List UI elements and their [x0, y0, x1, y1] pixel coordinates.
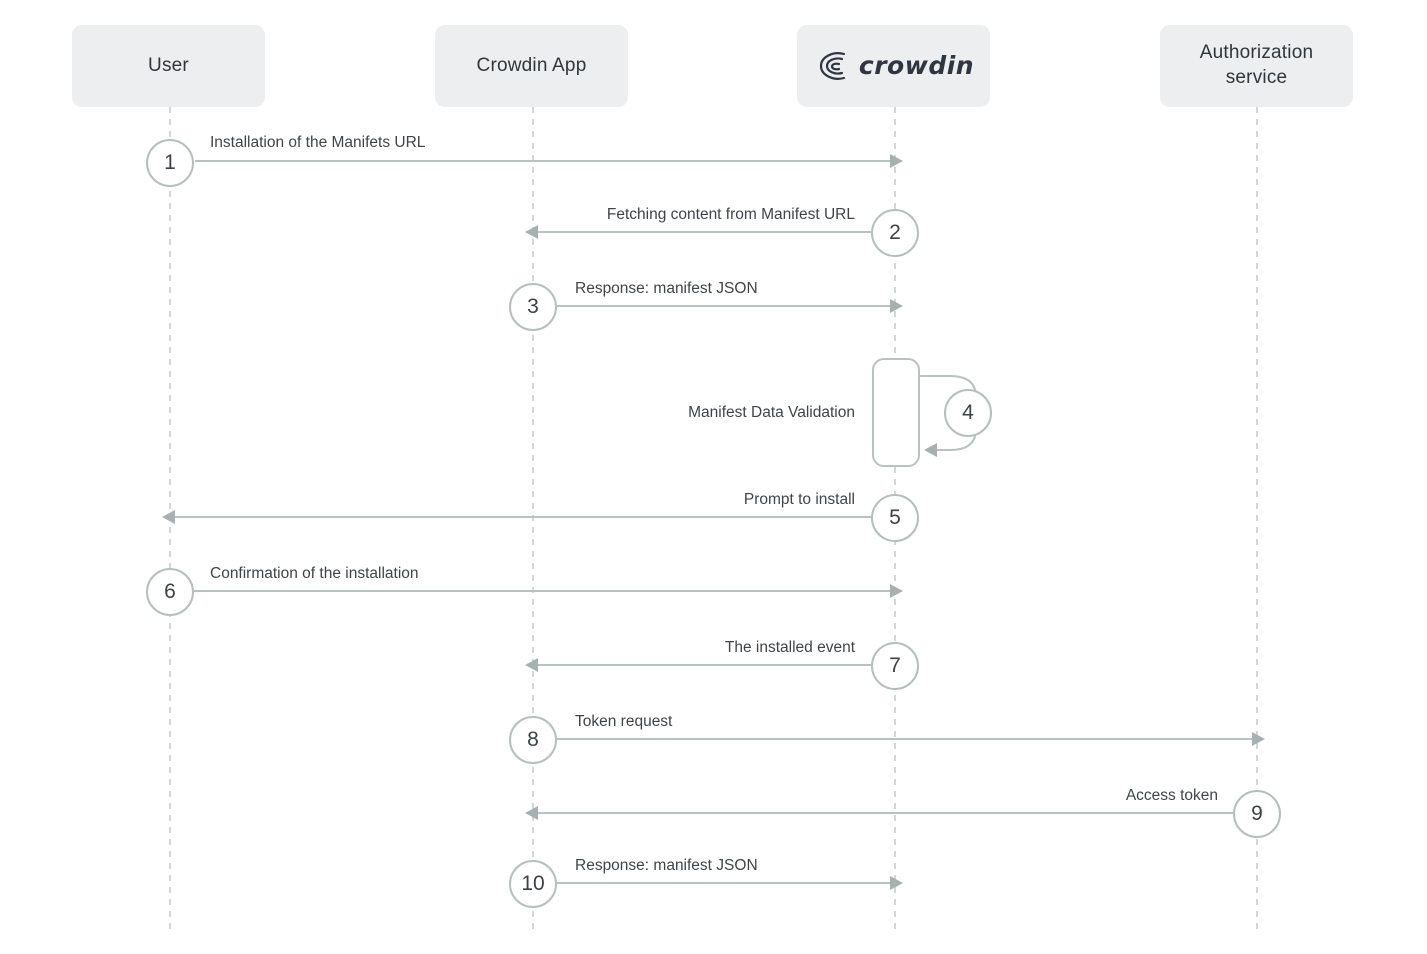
- step-number: 6: [146, 568, 194, 616]
- message-arrow: [557, 876, 903, 890]
- message-arrow: [162, 510, 871, 524]
- step-number: 2: [871, 209, 919, 257]
- message-label: Manifest Data Validation: [688, 404, 855, 421]
- lifeline-crowdin-app: [532, 107, 534, 930]
- step-number: 10: [509, 860, 557, 908]
- step-number: 9: [1233, 790, 1281, 838]
- message-arrow: [525, 806, 1233, 820]
- message-arrow: [557, 299, 903, 313]
- message-label: Response: manifest JSON: [575, 857, 758, 874]
- step-number: 7: [871, 642, 919, 690]
- message-arrow: [195, 154, 903, 168]
- step-number: 3: [509, 283, 557, 331]
- activation-box: [872, 358, 920, 467]
- message-label: Confirmation of the installation: [210, 565, 419, 582]
- message-label: Prompt to install: [743, 491, 855, 508]
- step-number: 8: [509, 716, 557, 764]
- message-label: The installed event: [724, 639, 855, 656]
- crowdin-logo-icon: [819, 52, 846, 80]
- actor-user: User: [72, 25, 265, 107]
- crowdin-logo-wordmark: crowdin: [858, 50, 975, 80]
- message-arrow: [525, 658, 871, 672]
- step-number: 5: [871, 494, 919, 542]
- step-number: 4: [944, 389, 992, 437]
- message-arrow: [557, 732, 1265, 746]
- message-arrow: [525, 225, 871, 239]
- message-label: Fetching content from Manifest URL: [606, 206, 855, 223]
- message-label: Token request: [575, 713, 673, 730]
- actor-crowdin-app: Crowdin App: [435, 25, 628, 107]
- message-arrow: [194, 584, 903, 598]
- crowdin-logo: crowdin: [813, 50, 974, 83]
- message-label: Access token: [1125, 787, 1218, 804]
- step-number: 1: [146, 139, 194, 187]
- actor-user-label: User: [148, 54, 189, 76]
- message-label: Response: manifest JSON: [575, 280, 758, 297]
- actor-authorization-service-label: Authorization service: [1199, 42, 1314, 88]
- actor-crowdin-app-label: Crowdin App: [476, 54, 587, 76]
- message-label: Installation of the Manifets URL: [210, 134, 426, 151]
- lifeline-authorization-service: [1256, 107, 1258, 930]
- actor-crowdin: crowdin: [797, 25, 990, 107]
- actor-authorization-service: Authorization service: [1160, 25, 1353, 107]
